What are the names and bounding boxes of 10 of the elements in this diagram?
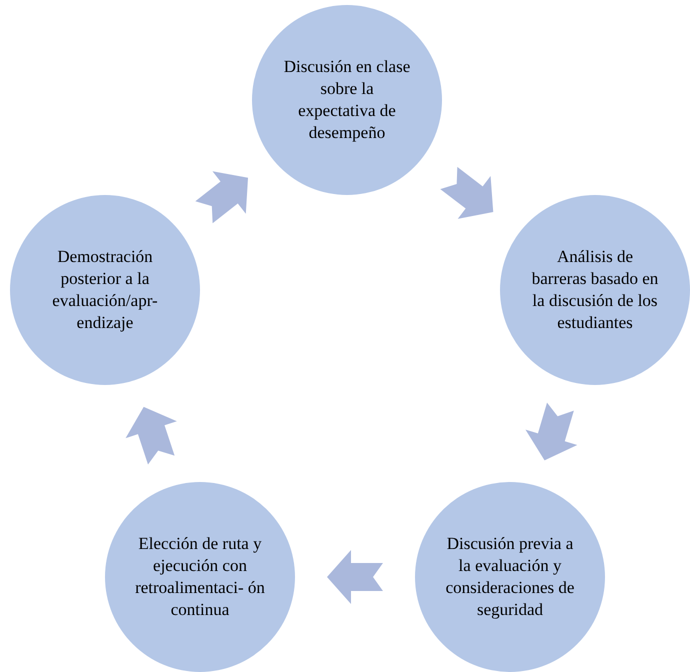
circle-text: Elección de ruta y ejecución con retroalimentaci- ón continua xyxy=(134,533,266,621)
circle-text: Análisis de barreras basado en la discusión de los estudiantes xyxy=(530,246,660,334)
block-arrow xyxy=(525,402,578,460)
circle-text: Discusión en clase sobre la expectativa de desempeño xyxy=(282,56,412,144)
circle-text: Demostración posterior a la evaluación/apr- endizaje xyxy=(51,246,159,334)
block-arrow xyxy=(126,406,177,464)
block-arrow xyxy=(195,171,248,224)
block-arrow xyxy=(440,166,494,219)
circle-text: Discusión previa a la evaluación y consideraciones de seguridad xyxy=(445,533,575,621)
block-arrow xyxy=(327,550,383,604)
